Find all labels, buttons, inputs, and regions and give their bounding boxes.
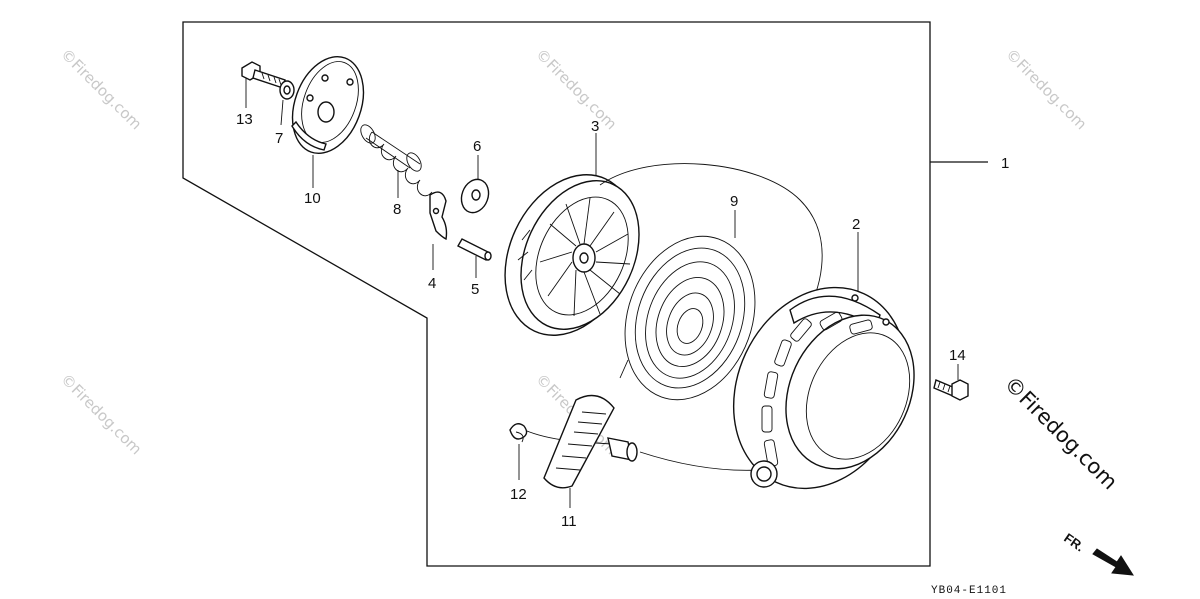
callout-1: 1: [1001, 155, 1009, 172]
callout-3: 3: [591, 118, 599, 135]
assembly-boundary: [182, 21, 931, 567]
bolt-13: [241, 61, 286, 89]
callout-11: 11: [561, 513, 577, 530]
rope-clip-12: [509, 423, 528, 443]
callout-10: 10: [304, 190, 321, 207]
callout-7: 7: [275, 130, 283, 147]
leader-7: [280, 99, 284, 126]
callout-14: 14: [949, 347, 966, 364]
starter-case-2: [732, 286, 915, 490]
callout-5: 5: [471, 281, 479, 298]
watermark-bold-right: ©Firedog.com: [999, 372, 1122, 495]
washer-7: [279, 80, 295, 100]
starter-rope: [599, 163, 823, 311]
callout-4: 4: [428, 275, 436, 292]
watermark-top-right: ©Firedog.com: [1002, 45, 1090, 133]
spring-8: [360, 124, 433, 197]
washer-6: [460, 178, 490, 214]
front-direction-indicator: FR.: [1061, 530, 1134, 576]
callout-12: 12: [510, 486, 527, 503]
callout-6: 6: [473, 138, 481, 155]
watermark-top-center: ©Firedog.com: [532, 45, 620, 133]
bolt-14: [933, 379, 969, 401]
diagram-code: YB04-E1101: [931, 585, 1007, 597]
starter-grip-11: [543, 394, 638, 489]
ratchet-pawl-4: [429, 191, 448, 241]
pin-5: [457, 238, 492, 261]
watermark-top-left: ©Firedog.com: [57, 45, 145, 133]
friction-plate-10: [291, 55, 365, 155]
callout-13: 13: [236, 111, 253, 128]
callout-9: 9: [730, 193, 738, 210]
reel-3: [504, 174, 640, 336]
recoil-spring-9: [619, 235, 756, 401]
direction-arrow-icon: [1092, 548, 1134, 576]
callout-8: 8: [393, 201, 401, 218]
callouts: 1 2 3 4 5 6 7 8 9 10 11 12 13 14: [236, 111, 1009, 530]
direction-label: FR.: [1061, 530, 1087, 554]
callout-2: 2: [852, 216, 860, 233]
watermark-mid-left: ©Firedog.com: [57, 370, 145, 458]
